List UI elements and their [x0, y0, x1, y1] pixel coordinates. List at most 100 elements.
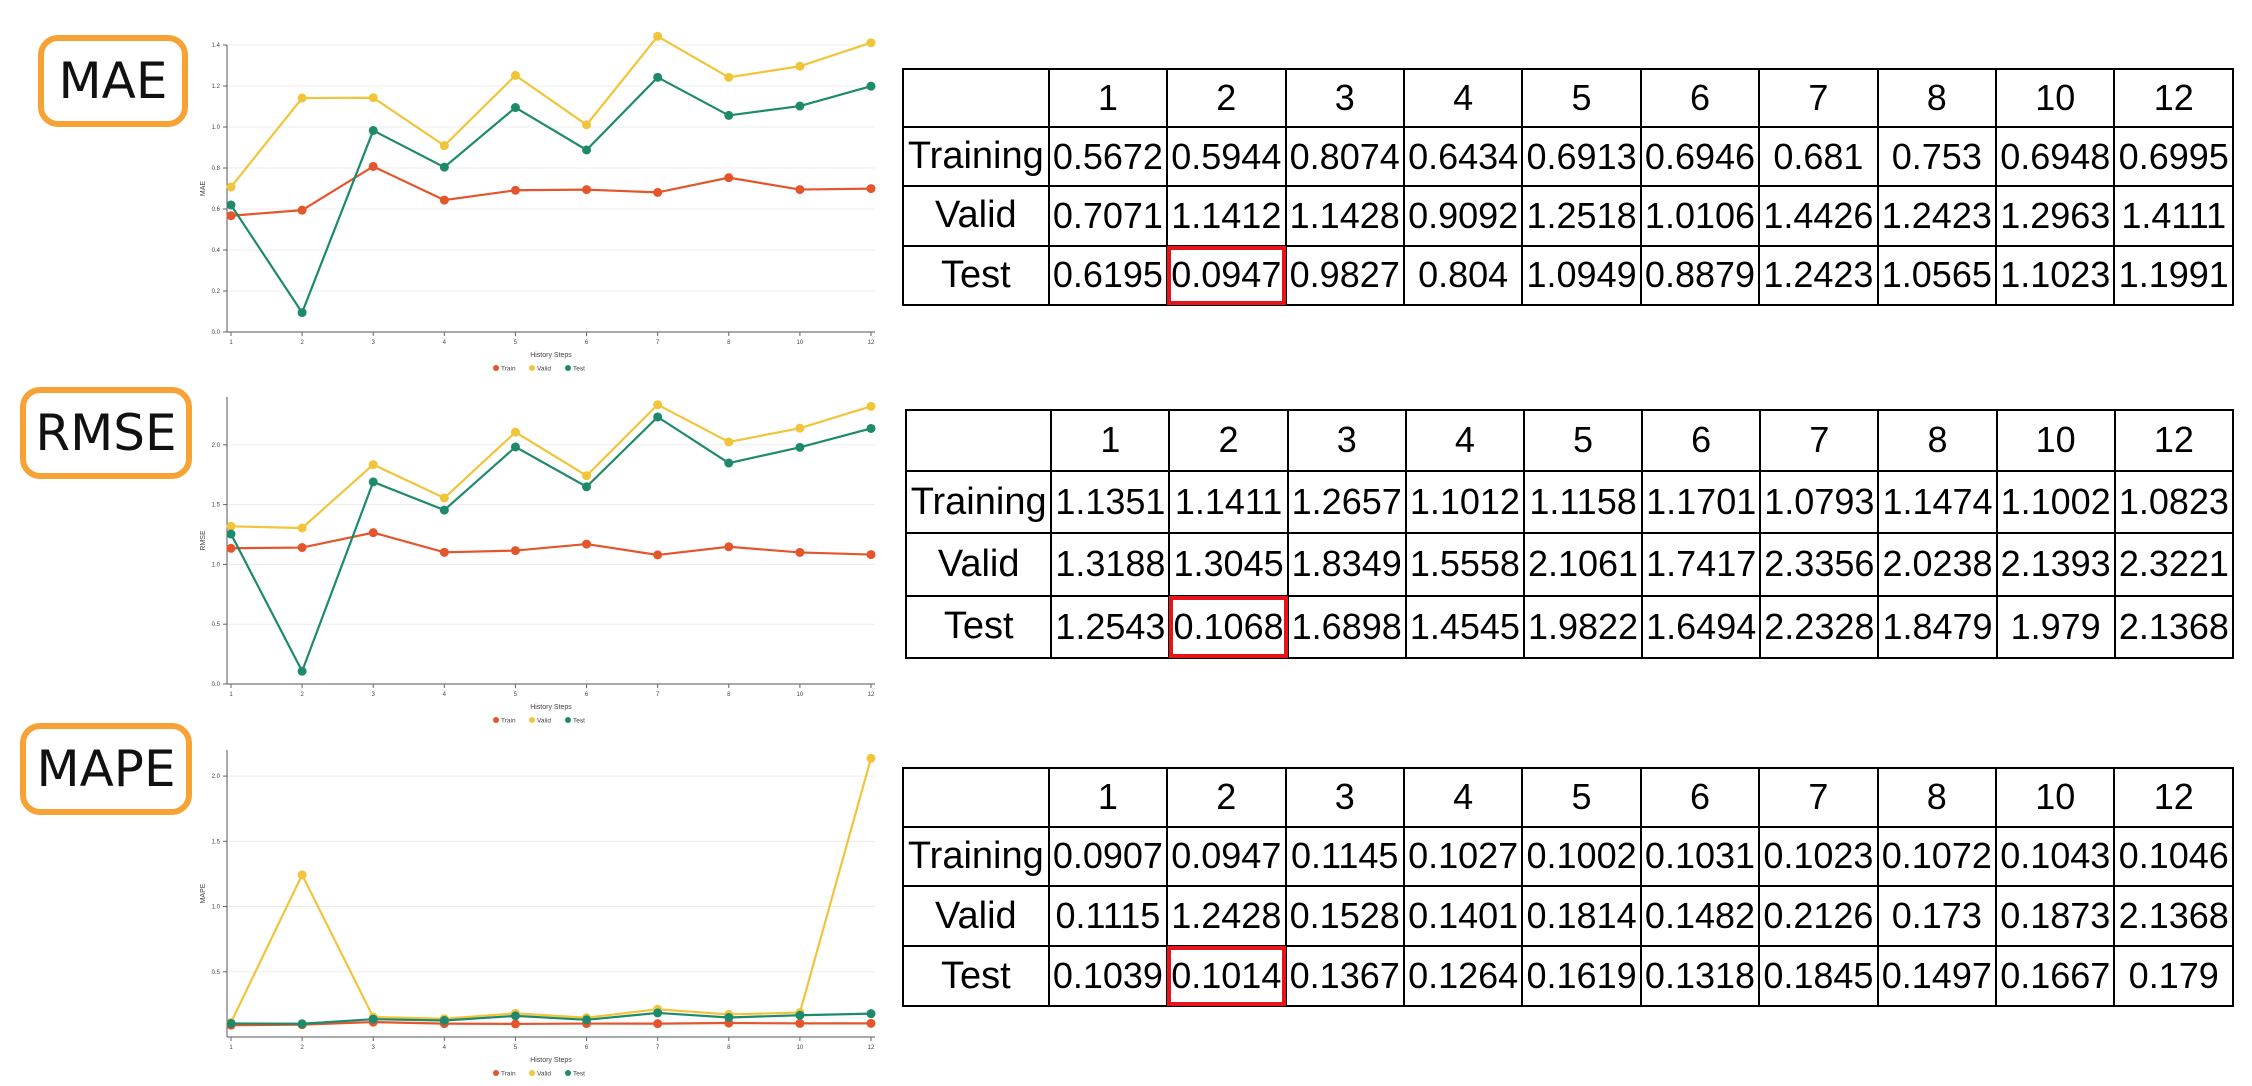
table-cell: 1.3045: [1168, 532, 1289, 597]
table-row-header: Test: [904, 594, 1053, 660]
legend-label: Test: [573, 365, 585, 372]
table-header-cell: 4: [1402, 68, 1524, 128]
y-tick-label: 2.0: [212, 774, 221, 780]
table-cell: 1.0949: [1521, 244, 1642, 307]
table-cell: 0.9827: [1284, 244, 1405, 307]
table-cell: 1.0793: [1759, 469, 1880, 535]
table-cell: 1.1012: [1404, 469, 1525, 535]
legend-label: Train: [501, 1070, 516, 1077]
table-cell: 0.1482: [1639, 885, 1761, 948]
table-cell: 0.5944: [1166, 125, 1287, 188]
table-header-cell: 10: [1995, 68, 2116, 128]
data-point: [297, 308, 307, 318]
table-cell: 2.1393: [1995, 532, 2116, 597]
y-tick-label: 1.0: [212, 905, 221, 911]
series-train: [226, 1017, 876, 1030]
y-axis-label: RMSE: [200, 530, 207, 551]
data-point: [653, 550, 663, 560]
table-cell: 2.1061: [1522, 532, 1644, 597]
table-header-cell: 7: [1759, 409, 1880, 472]
table-cell: 0.0947: [1166, 825, 1287, 888]
series-valid: [226, 753, 876, 1027]
y-tick-label: 0.0: [212, 682, 221, 688]
table-cell: 1.1991: [2113, 244, 2234, 307]
table-cell: 0.1814: [1521, 885, 1642, 948]
table-cell: 1.3188: [1050, 532, 1171, 597]
table-header-cell: 4: [1404, 409, 1525, 472]
table-cell: 1.8349: [1286, 532, 1407, 597]
data-point: [582, 185, 592, 195]
data-point: [866, 550, 876, 560]
table-cell: 1.1474: [1877, 469, 1998, 535]
data-point: [297, 523, 307, 533]
series-line: [230, 757, 873, 1023]
data-point: [297, 666, 307, 676]
series-line: [230, 165, 872, 217]
table-header-cell: 1: [1047, 68, 1169, 128]
x-tick-label: 1: [229, 340, 233, 346]
data-point: [297, 205, 307, 215]
table-cell: 1.1701: [1641, 469, 1762, 535]
data-point: [582, 471, 592, 481]
data-point: [795, 547, 805, 557]
data-point: [510, 70, 520, 80]
data-point: [653, 1019, 663, 1029]
legend-label: Train: [501, 717, 516, 724]
series-train: [226, 528, 876, 560]
x-tick-label: 12: [868, 1045, 875, 1051]
legend-marker: [529, 1070, 535, 1076]
table-header-cell: 5: [1522, 409, 1644, 472]
data-point: [724, 542, 734, 552]
table-cell: 0.1068: [1168, 594, 1289, 660]
x-tick-label: 10: [797, 340, 804, 346]
x-tick-label: 7: [656, 692, 660, 698]
table-cell: 1.4545: [1404, 594, 1525, 660]
x-tick-label: 6: [585, 1045, 589, 1051]
data-point: [439, 505, 449, 515]
data-point: [226, 200, 236, 210]
mae-label: MAE: [58, 52, 168, 110]
series-line: [230, 531, 872, 557]
table-header-cell: 10: [1995, 767, 2116, 828]
data-point: [866, 1009, 876, 1019]
legend-marker: [529, 365, 535, 371]
data-point: [297, 870, 307, 880]
data-point: [582, 539, 592, 549]
table-cell: 0.6195: [1047, 244, 1169, 307]
data-point: [297, 543, 307, 553]
table-row-header: Test: [902, 945, 1050, 1007]
table-cell: 0.173: [1876, 885, 1998, 948]
data-point: [582, 120, 592, 130]
data-point: [226, 521, 236, 531]
table-cell: 1.1023: [1995, 244, 2116, 307]
table-header-cell: 2: [1168, 409, 1289, 472]
data-point: [653, 1008, 663, 1018]
data-point: [368, 528, 378, 538]
series-line: [230, 75, 872, 315]
table-cell: 1.0565: [1876, 244, 1998, 307]
data-point: [510, 1019, 520, 1029]
y-tick-label: 0.0: [212, 330, 221, 336]
data-point: [795, 185, 805, 195]
data-point: [368, 1014, 378, 1024]
table-cell: 1.2428: [1166, 885, 1287, 948]
data-point: [795, 442, 805, 452]
series-train: [226, 161, 876, 221]
data-point: [510, 103, 520, 113]
table-row-header: Valid: [904, 532, 1053, 597]
table-cell: 0.5672: [1047, 125, 1169, 188]
data-point: [226, 1018, 236, 1028]
series-line: [230, 1011, 872, 1025]
table-row-header: Training: [904, 469, 1053, 535]
x-tick-label: 5: [514, 1045, 518, 1051]
table-cell: 0.1027: [1402, 825, 1524, 888]
table-header-cell: 12: [2113, 68, 2234, 128]
table-header-cell: [904, 409, 1053, 472]
